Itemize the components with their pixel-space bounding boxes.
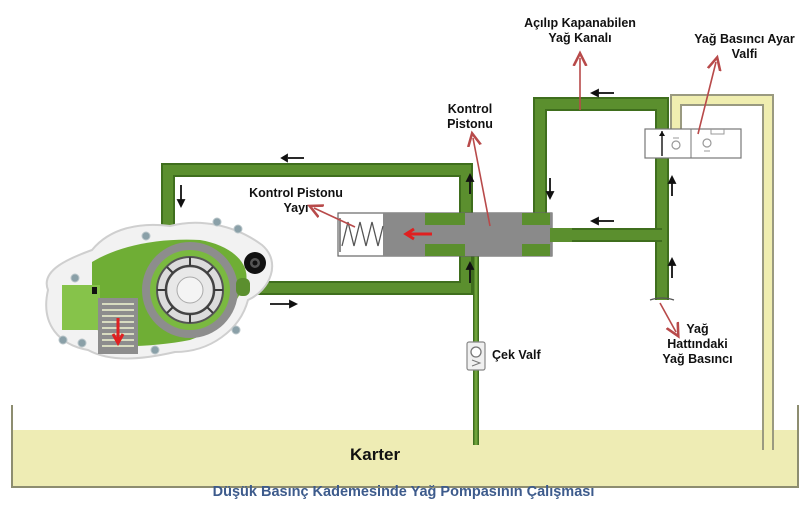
label-pressure-regulator-valve: Yağ Basıncı Ayar Valfi: [694, 32, 795, 61]
label-open-close-channel: Açılıp Kapanabilen Yağ Kanalı: [524, 16, 636, 45]
flow-arrow-left: [589, 216, 614, 226]
piston-spring: [341, 221, 384, 247]
diagram-caption: Düşük Basınç Kademesinde Yağ Pompasının …: [212, 484, 595, 500]
flow-arrow-up: [667, 256, 677, 278]
pressure-regulator-valve: [644, 128, 742, 159]
control-piston-cylinder: [337, 212, 572, 257]
label-sump: Karter: [350, 445, 401, 464]
flow-arrow-up: [465, 172, 475, 194]
check-valve: [466, 341, 486, 371]
flow-arrow-up: [667, 174, 677, 196]
flow-arrow-left: [280, 153, 304, 163]
sump: [11, 405, 799, 488]
flow-arrow-up: [465, 260, 475, 283]
oil-pump: [45, 217, 274, 360]
oil-channels: [161, 97, 669, 445]
line-pressure-end: [649, 297, 675, 301]
flow-arrow-right: [270, 299, 299, 309]
flow-arrow-down: [176, 185, 186, 209]
return-line: [670, 94, 774, 450]
label-control-piston-spring: Kontrol Pistonu Yayı: [249, 186, 343, 215]
label-check-valve: Çek Valf: [492, 348, 541, 362]
pointer-line-pressure: [659, 302, 676, 332]
label-line-oil-pressure: Yağ Hattındaki Yağ Basıncı: [662, 322, 733, 366]
piston-movement-arrow: [403, 227, 432, 241]
callout-pointers: [314, 58, 716, 332]
pointer-control-piston: [473, 138, 491, 227]
flow-arrow-down: [545, 178, 555, 201]
label-control-piston: Kontrol Pistonu: [447, 102, 493, 131]
flow-arrow-left: [589, 88, 614, 98]
pointer-pressure-valve: [697, 62, 716, 135]
pump-spring-arrow: [111, 318, 125, 347]
flow-arrows: [176, 88, 677, 309]
pointer-piston-spring: [314, 208, 356, 228]
